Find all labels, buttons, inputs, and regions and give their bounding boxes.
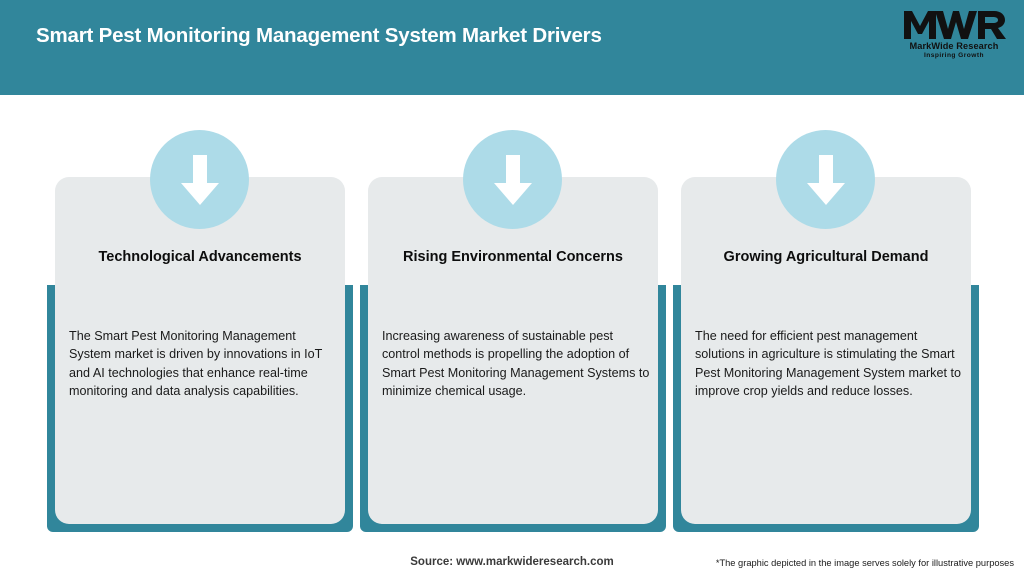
logo-tagline: Inspiring Growth — [924, 52, 984, 59]
card-title: Growing Agricultural Demand — [723, 249, 929, 265]
driver-card-3: Growing Agricultural Demand The need for… — [673, 95, 979, 535]
source-label: Source: www.markwideresearch.com — [410, 556, 614, 568]
card-title: Rising Environmental Concerns — [403, 249, 623, 265]
brand-logo: MarkWide Research Inspiring Growth — [898, 8, 1010, 64]
card-panel: Technological Advancements The Smart Pes… — [55, 177, 345, 524]
card-body-text: The need for efficient pest management s… — [695, 329, 961, 399]
arrow-down-icon — [463, 130, 562, 229]
arrow-down-icon — [776, 130, 875, 229]
header-bar: Smart Pest Monitoring Management System … — [0, 0, 1024, 95]
logo-company-name: MarkWide Research — [909, 41, 999, 51]
arrow-down-icon — [150, 130, 249, 229]
card-panel: Rising Environmental Concerns Increasing… — [368, 177, 658, 524]
drivers-card-row: Technological Advancements The Smart Pes… — [0, 95, 1024, 535]
driver-card-2: Rising Environmental Concerns Increasing… — [360, 95, 666, 535]
card-body-text: Increasing awareness of sustainable pest… — [382, 329, 650, 399]
disclaimer-label: *The graphic depicted in the image serve… — [715, 558, 1014, 568]
card-title: Technological Advancements — [98, 249, 302, 265]
card-body-text: The Smart Pest Monitoring Management Sys… — [69, 329, 323, 399]
card-panel: Growing Agricultural Demand The need for… — [681, 177, 971, 524]
page-title: Smart Pest Monitoring Management System … — [36, 24, 602, 47]
driver-card-1: Technological Advancements The Smart Pes… — [47, 95, 353, 535]
logo-mwr-mark — [898, 8, 1010, 41]
